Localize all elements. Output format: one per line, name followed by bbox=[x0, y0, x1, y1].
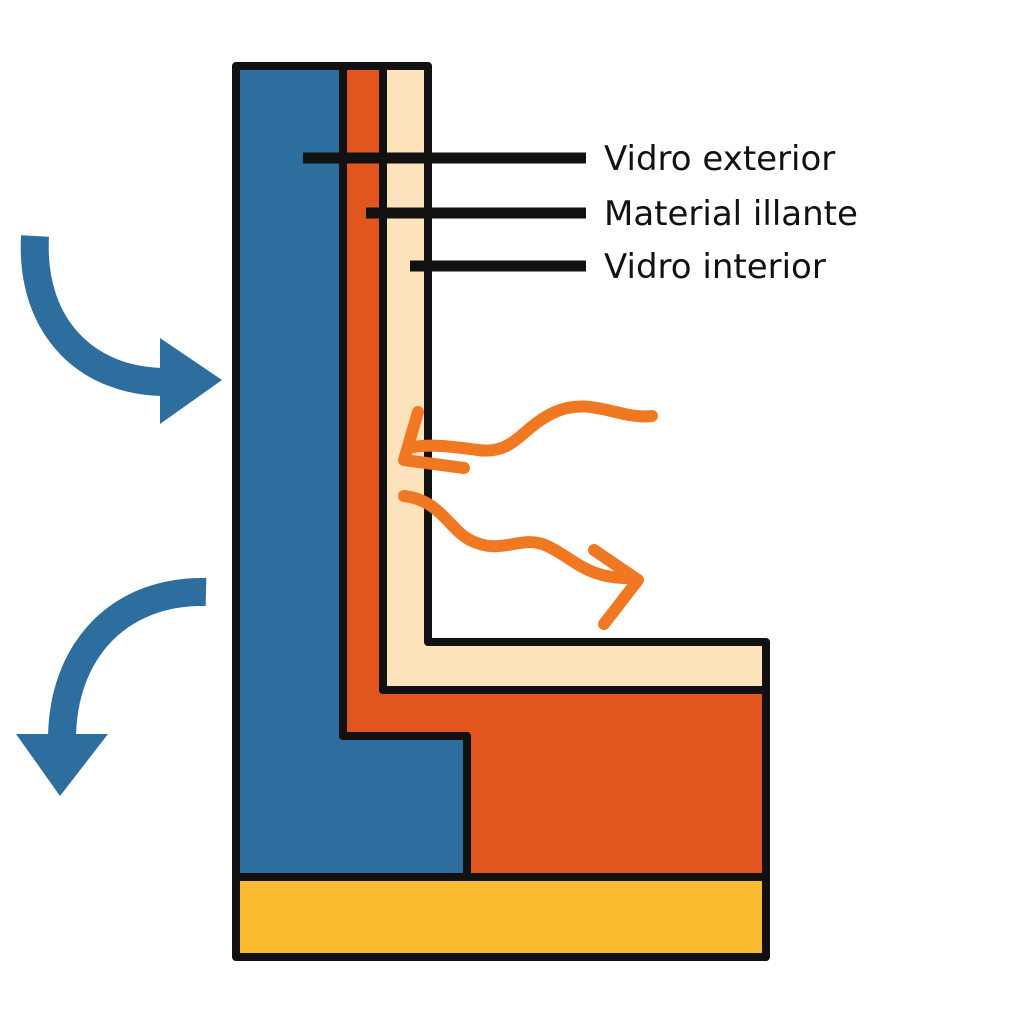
insulation-label: Material illante bbox=[604, 194, 858, 234]
wavy-arrow-right-icon bbox=[398, 490, 644, 630]
outer-glass-label: Vidro exterior bbox=[604, 139, 835, 179]
wavy-arrow-left-icon bbox=[398, 400, 658, 474]
curved-arrow-right-icon bbox=[20, 235, 222, 424]
curved-arrow-down-icon bbox=[16, 577, 207, 796]
inner-glass-label: Vidro interior bbox=[604, 247, 826, 287]
base-layer bbox=[232, 873, 770, 961]
inner-glass-layer bbox=[379, 62, 770, 694]
